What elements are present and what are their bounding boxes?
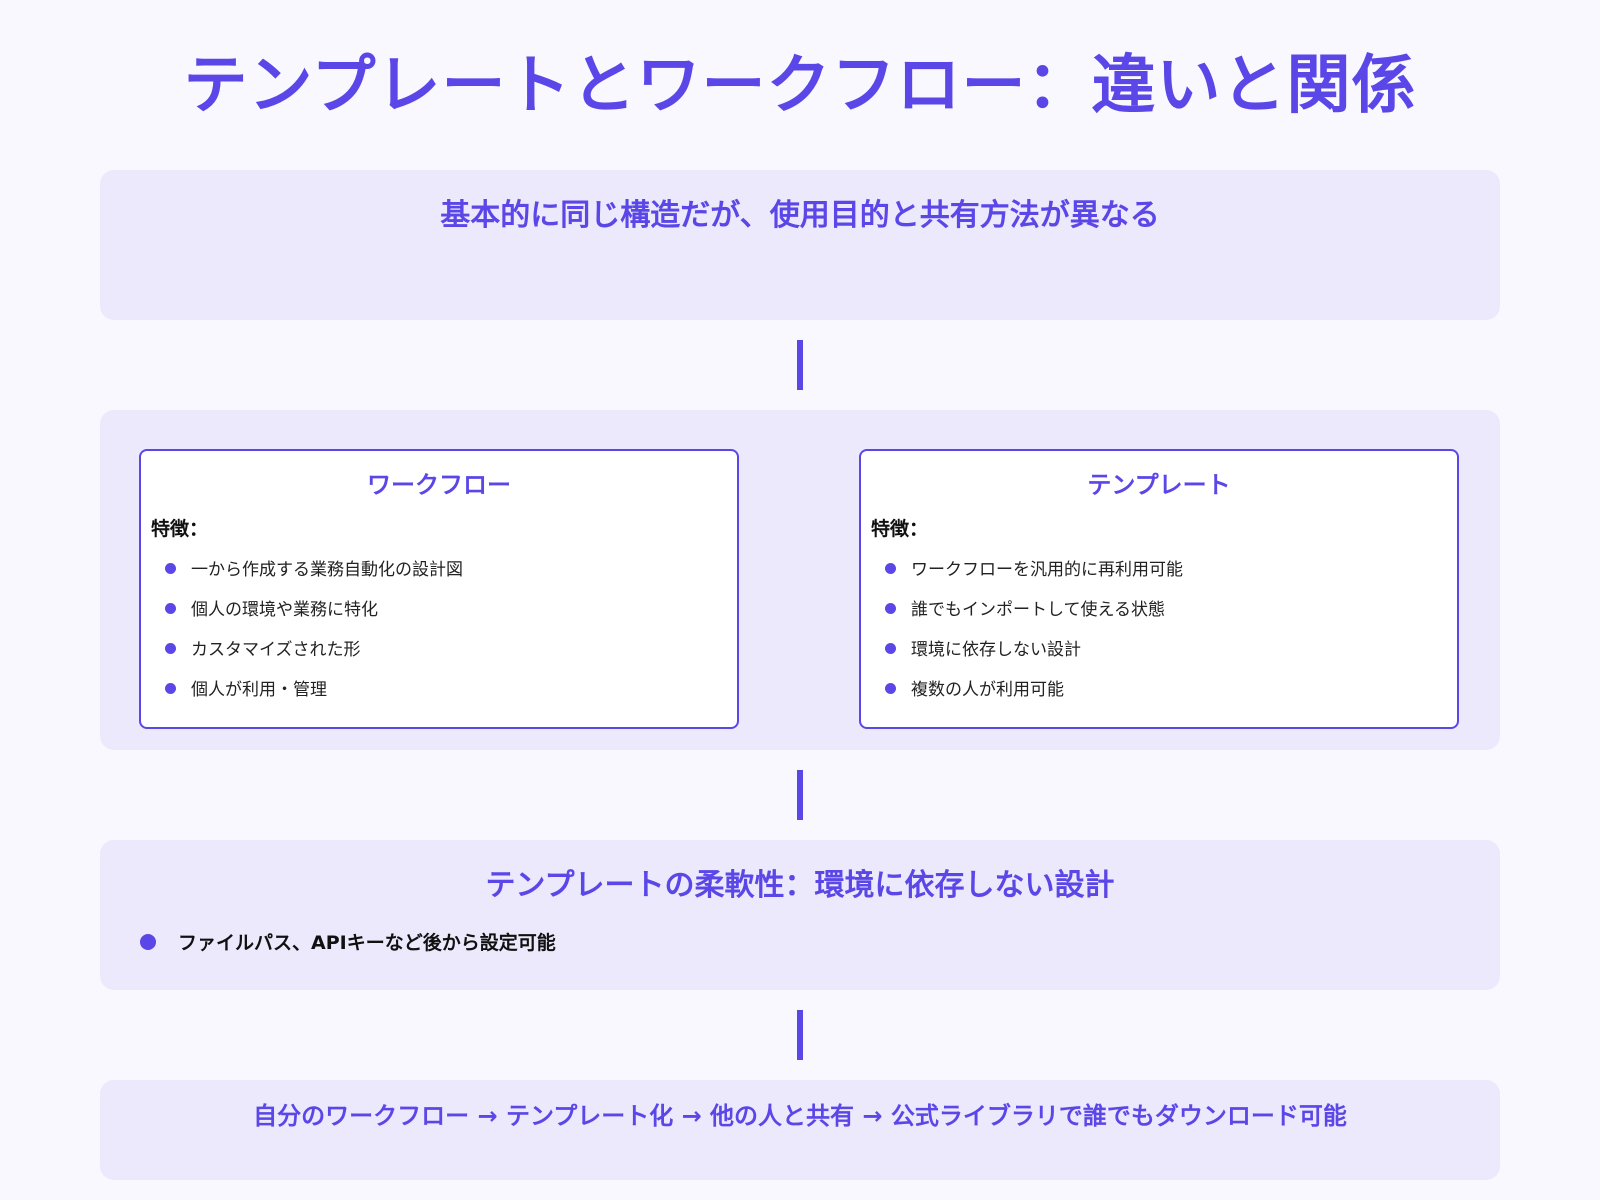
list-item: ファイルパス、APIキーなど後から設定可能 [140, 928, 556, 955]
bullet-icon [885, 683, 896, 694]
features-label: 特徴： [151, 518, 209, 540]
page-title: テンプレートとワークフロー：違いと関係 [183, 49, 1417, 123]
bullet-icon [140, 933, 156, 950]
connector-line [797, 340, 803, 390]
list-item: 環境に依存しない設計 [883, 639, 1457, 679]
bullet-icon [165, 603, 176, 614]
summary-heading: 基本的に同じ構造だが、使用目的と共有方法が異なる [440, 198, 1160, 233]
template-card-title: テンプレート [1087, 471, 1231, 499]
flow-text: 自分のワークフロー → テンプレート化 → 他の人と共有 → 公式ライブラリで誰… [253, 1102, 1347, 1130]
list-item: 一から作成する業務自動化の設計図 [163, 559, 737, 599]
workflow-feature-list: 一から作成する業務自動化の設計図 個人の環境や業務に特化 カスタマイズされた形 … [141, 559, 737, 719]
template-card: テンプレート 特徴： ワークフローを汎用的に再利用可能 誰でもインポートして使え… [859, 449, 1459, 729]
bullet-icon [165, 563, 176, 574]
connector-line [797, 1010, 803, 1060]
flow-panel: 自分のワークフロー → テンプレート化 → 他の人と共有 → 公式ライブラリで誰… [100, 1080, 1500, 1180]
bullet-icon [885, 563, 896, 574]
list-item: 個人が利用・管理 [163, 679, 737, 719]
list-item: 個人の環境や業務に特化 [163, 599, 737, 639]
list-item: 誰でもインポートして使える状態 [883, 599, 1457, 639]
bullet-icon [165, 643, 176, 654]
connector-line [797, 770, 803, 820]
list-item: カスタマイズされた形 [163, 639, 737, 679]
comparison-panel: ワークフロー 特徴： 一から作成する業務自動化の設計図 個人の環境や業務に特化 … [100, 410, 1500, 750]
features-label: 特徴： [871, 518, 929, 540]
list-item: 複数の人が利用可能 [883, 679, 1457, 719]
flexibility-heading: テンプレートの柔軟性：環境に依存しない設計 [485, 868, 1115, 903]
bullet-icon [165, 683, 176, 694]
template-feature-list: ワークフローを汎用的に再利用可能 誰でもインポートして使える状態 環境に依存しな… [861, 559, 1457, 719]
summary-panel: 基本的に同じ構造だが、使用目的と共有方法が異なる [100, 170, 1500, 320]
flexibility-panel: テンプレートの柔軟性：環境に依存しない設計 ファイルパス、APIキーなど後から設… [100, 840, 1500, 990]
workflow-card-title: ワークフロー [367, 471, 511, 499]
workflow-card: ワークフロー 特徴： 一から作成する業務自動化の設計図 個人の環境や業務に特化 … [139, 449, 739, 729]
list-item: ワークフローを汎用的に再利用可能 [883, 559, 1457, 599]
bullet-icon [885, 643, 896, 654]
bullet-icon [885, 603, 896, 614]
